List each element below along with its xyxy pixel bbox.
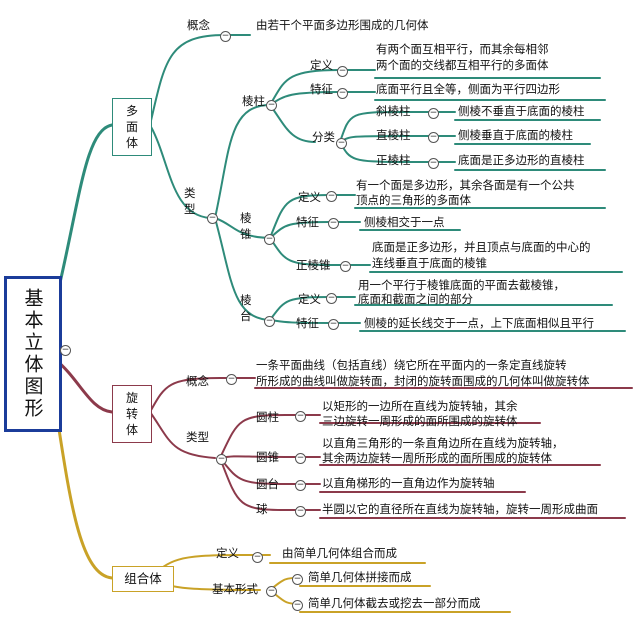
revolution-cone-line-1: 以直角三角形的一条直角边所在直线为旋转轴，	[322, 436, 564, 450]
collapse-icon[interactable]: −	[337, 66, 348, 77]
revolution-concept-label: 概念	[186, 374, 209, 388]
revolution-sphere-label: 球	[256, 502, 268, 516]
prism-class-right-label: 直棱柱	[376, 128, 411, 142]
revolution-concept-line-2: 所形成的曲线叫做旋转面，封闭的旋转面围成的几何体叫做旋转体	[256, 374, 590, 388]
collapse-icon[interactable]: −	[295, 453, 306, 464]
collapse-icon[interactable]: −	[264, 234, 275, 245]
pyramid-feature-label: 特征	[296, 215, 319, 229]
revolution-cylinder-label: 圆柱	[256, 410, 279, 424]
revolution-types-label: 类型	[186, 430, 209, 444]
combination-form-2: 简单几何体截去或挖去一部分而成	[308, 596, 481, 610]
pyramid-definition-label: 定义	[298, 190, 321, 204]
prism-class-regular-text: 底面是正多边形的直棱柱	[458, 153, 585, 167]
pyramid-definition-line-1: 有一个面是多边形，其余各面是有一个公共	[356, 178, 575, 192]
collapse-icon[interactable]: −	[295, 506, 306, 517]
revolution-frustum-line-1: 以直角梯形的一直角边作为旋转轴	[322, 476, 495, 490]
collapse-icon[interactable]: −	[328, 218, 339, 229]
collapse-icon[interactable]: −	[207, 213, 218, 224]
collapse-icon[interactable]: −	[336, 138, 347, 149]
combination-form-1: 简单几何体拼接而成	[308, 570, 412, 584]
prism-class-oblique-label: 斜棱柱	[376, 104, 411, 118]
collapse-icon[interactable]: −	[264, 316, 275, 327]
revolution-cylinder-line-1: 以矩形的一边所在直线为旋转轴，其余	[322, 399, 518, 413]
prism-classification-label: 分类	[312, 130, 335, 144]
combination-definition-text: 由简单几何体组合而成	[282, 546, 397, 560]
collapse-icon[interactable]: −	[266, 586, 277, 597]
collapse-icon[interactable]: −	[60, 345, 71, 356]
root-node[interactable]: 基本立体图形	[4, 276, 62, 432]
revolution-sphere-line-1: 半圆以它的直径所在直线为旋转轴，旋转一周形成曲面	[322, 502, 598, 516]
collapse-icon[interactable]: −	[337, 88, 348, 99]
collapse-icon[interactable]: −	[252, 552, 263, 563]
collapse-icon[interactable]: −	[340, 261, 351, 272]
prism-label: 棱柱	[242, 94, 265, 108]
prism-class-right-text: 侧棱垂直于底面的棱柱	[458, 128, 573, 142]
collapse-icon[interactable]: −	[216, 454, 227, 465]
pyramid-label: 棱锥	[240, 211, 252, 241]
collapse-icon[interactable]: −	[428, 132, 439, 143]
frustum-definition-label: 定义	[298, 292, 321, 306]
prism-feature-text: 底面平行且全等，侧面为平行四边形	[376, 82, 560, 96]
node-combination-label: 组合体	[124, 571, 162, 586]
collapse-icon[interactable]: −	[266, 100, 277, 111]
prism-feature-label: 特征	[310, 82, 333, 96]
prism-class-oblique-text: 侧棱不垂直于底面的棱柱	[458, 104, 585, 118]
pyramid-regular-line-2: 连线垂直于底面的棱锥	[372, 256, 487, 270]
combination-definition-label: 定义	[216, 546, 239, 560]
frustum-definition-line-1: 用一个平行于棱锥底面的平面去截棱锥，	[358, 278, 565, 292]
collapse-icon[interactable]: −	[428, 108, 439, 119]
pyramid-definition-line-2: 顶点的三角形的多面体	[356, 193, 471, 207]
collapse-icon[interactable]: −	[326, 293, 337, 304]
frustum-feature-label: 特征	[296, 316, 319, 330]
polyhedron-concept-text: 由若干个平面多边形围成的几何体	[256, 18, 429, 32]
collapse-icon[interactable]: −	[292, 574, 303, 585]
collapse-icon[interactable]: −	[295, 411, 306, 422]
revolution-cone-label: 圆锥	[256, 450, 279, 464]
collapse-icon[interactable]: −	[428, 158, 439, 169]
collapse-icon[interactable]: −	[328, 319, 339, 330]
polyhedron-types-label: 类型	[184, 186, 196, 216]
collapse-icon[interactable]: −	[226, 374, 237, 385]
combination-forms-label: 基本形式	[212, 582, 258, 596]
pyramid-regular-label: 正棱锥	[296, 258, 331, 272]
frustum-label: 棱台	[240, 293, 252, 323]
prism-class-regular-label: 正棱柱	[376, 153, 411, 167]
node-polyhedron[interactable]: 多面体	[112, 98, 152, 156]
frustum-definition-line-2: 底面和截面之间的部分	[358, 292, 473, 306]
prism-definition-line-2: 两个面的交线都互相平行的多面体	[376, 58, 549, 72]
pyramid-regular-line-1: 底面是正多边形，并且顶点与底面的中心的	[372, 240, 591, 254]
collapse-icon[interactable]: −	[295, 480, 306, 491]
prism-definition-line-1: 有两个面互相平行，而其余每相邻	[376, 42, 549, 56]
collapse-icon[interactable]: −	[220, 31, 231, 42]
revolution-cylinder-line-2: 三边旋转一周形成的面所围成的旋转体	[322, 414, 518, 428]
node-combination[interactable]: 组合体	[112, 566, 174, 592]
revolution-cone-line-2: 其余两边旋转一周所形成的面所围成的旋转体	[322, 451, 552, 465]
node-polyhedron-label: 多面体	[125, 104, 138, 150]
polyhedron-concept-label: 概念	[187, 18, 210, 32]
revolution-frustum-label: 圆台	[256, 477, 279, 491]
root-label: 基本立体图形	[21, 288, 44, 420]
frustum-feature-text: 侧棱的延长线交于一点，上下底面相似且平行	[364, 316, 594, 330]
node-revolution-label: 旋转体	[125, 391, 138, 437]
collapse-icon[interactable]: −	[292, 600, 303, 611]
collapse-icon[interactable]: −	[326, 191, 337, 202]
node-revolution[interactable]: 旋转体	[112, 385, 152, 443]
pyramid-feature-text: 侧棱相交于一点	[364, 215, 445, 229]
revolution-concept-line-1: 一条平面曲线（包括直线）绕它所在平面内的一条定直线旋转	[256, 358, 567, 372]
prism-definition-label: 定义	[310, 58, 333, 72]
